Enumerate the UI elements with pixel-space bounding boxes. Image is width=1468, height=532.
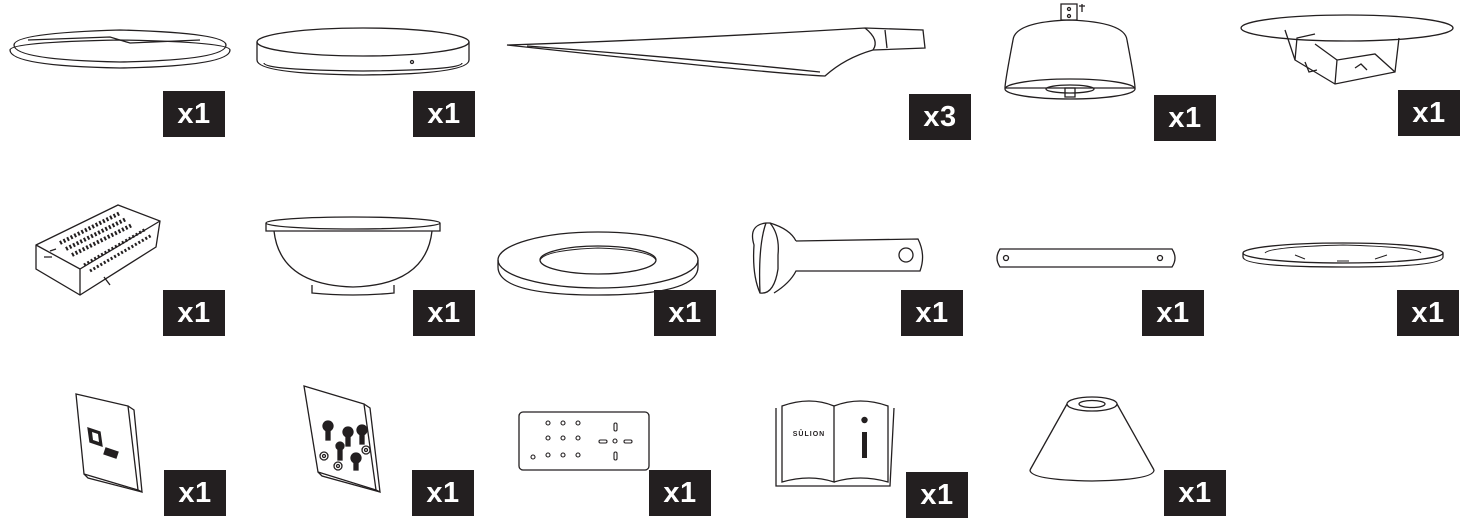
quantity-badge: x1 (163, 91, 225, 137)
quantity-badge: x1 (413, 290, 475, 336)
part-downrod: x1 (980, 185, 1225, 345)
part-motor-housing: x1 (975, 0, 1225, 160)
quantity-badge: x1 (901, 290, 963, 336)
part-instruction-manual: SÛLION x1 (730, 370, 980, 532)
mounting-bracket-icon (1225, 0, 1468, 160)
part-canopy-cone: x1 (980, 370, 1225, 532)
quantity-badge: x1 (1397, 290, 1459, 336)
part-canopy-cover: x1 (0, 0, 240, 160)
part-mounting-plate: x1 (1225, 185, 1468, 345)
part-flat-ring: x1 (485, 185, 730, 345)
part-light-bowl: x1 (240, 185, 485, 345)
quantity-badge: x1 (1398, 90, 1460, 136)
quantity-badge: x1 (1154, 95, 1216, 141)
quantity-badge: x1 (649, 470, 711, 516)
part-blade: x3 (485, 0, 975, 160)
manual-brand-text: SÛLION (788, 431, 830, 438)
quantity-badge: x1 (1142, 290, 1204, 336)
part-balance-kit: x1 (0, 370, 240, 532)
quantity-badge: x1 (413, 91, 475, 137)
part-mounting-bracket: x1 (1225, 0, 1468, 160)
quantity-badge: x1 (1164, 470, 1226, 516)
quantity-badge: x3 (909, 94, 971, 140)
quantity-badge: x1 (412, 470, 474, 516)
part-screw-kit: x1 (240, 370, 485, 532)
quantity-badge: x1 (654, 290, 716, 336)
quantity-badge: x1 (906, 472, 968, 518)
fan-blade-icon (485, 0, 975, 160)
quantity-badge: x1 (164, 470, 226, 516)
part-remote-control: x1 (485, 370, 730, 532)
quantity-badge: x1 (163, 290, 225, 336)
part-receiver: x1 (0, 185, 240, 345)
part-trim-ring: x1 (240, 0, 485, 160)
part-blade-arm: x1 (730, 185, 980, 345)
